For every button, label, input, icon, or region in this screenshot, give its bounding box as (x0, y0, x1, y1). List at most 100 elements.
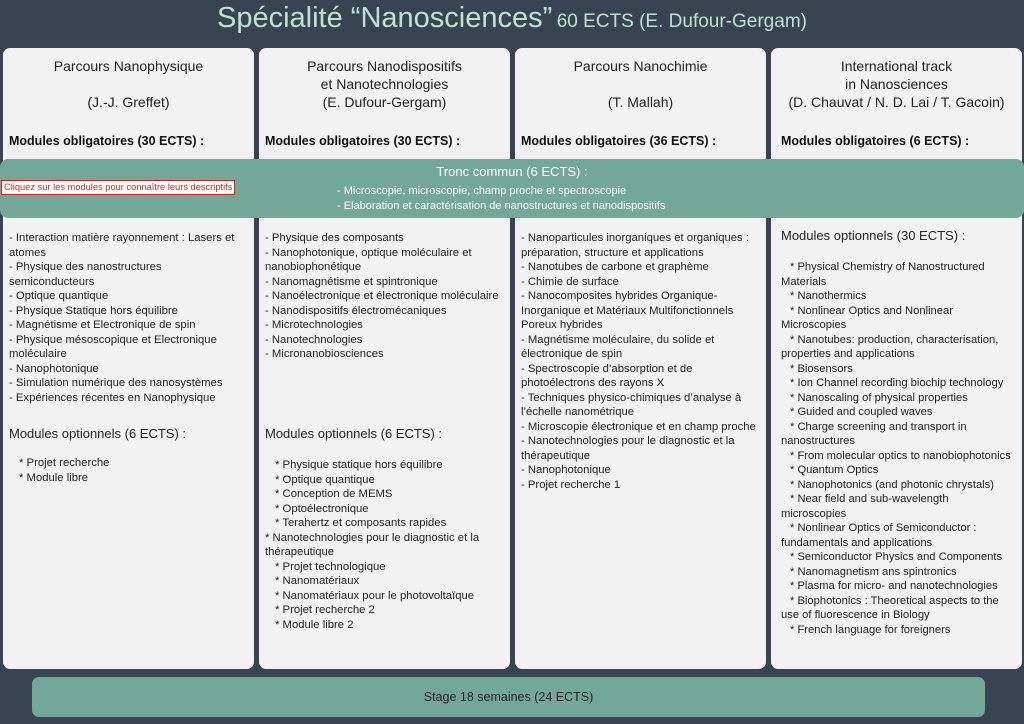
module-link[interactable]: * Nanomatériaux (275, 575, 360, 587)
module-link[interactable]: - Nanotechnologies (265, 333, 363, 346)
module-link[interactable]: * Projet recherche 2 (275, 604, 375, 616)
module-link[interactable]: - Nanoparticules inorganiques et organiq… (521, 232, 749, 259)
mandatory-modules-list: - Physique des composants - Nanophotoniq… (265, 231, 504, 362)
module-link[interactable]: - Spectroscopie d’absorption et de photo… (521, 362, 693, 390)
module-link[interactable]: - Optique quantique (9, 290, 109, 302)
module-link[interactable]: * Nanophotonics (and photonic chrystals) (790, 478, 994, 491)
optional-modules-list: * Physical Chemistry of Nanostructured M… (781, 260, 1016, 637)
module-link[interactable]: - Magnétisme et Electronique de spin (9, 319, 196, 331)
module-link[interactable]: - Interaction matière rayonnement : Lase… (9, 232, 235, 259)
module-link[interactable]: - Nanodispositifs électromécaniques (265, 304, 447, 317)
column-responsible: (E. Dufour-Gergam) (322, 94, 447, 110)
module-link[interactable]: * Biophotonics : Theoretical aspects to … (781, 594, 999, 622)
module-link[interactable]: * Plasma for micro- and nanotechnologies (790, 580, 998, 592)
module-link[interactable]: - Physique mésoscopique et Electronique … (9, 333, 217, 361)
module-link[interactable]: * Nonlinear Optics and Nonlinear Microsc… (781, 304, 953, 332)
column-title: Parcours Nanophysique (53, 58, 204, 74)
module-link[interactable]: - Physique Statique hors équilibre (9, 304, 178, 317)
column-nanophysique: Parcours Nanophysique (J.-J. Greffet) Mo… (3, 48, 254, 669)
module-link[interactable]: * Quantum Optics (790, 464, 879, 476)
column-title: International track (840, 58, 953, 74)
page-title: Spécialité “Nanosciences” 60 ECTS (E. Du… (0, 2, 1024, 35)
module-link[interactable]: - Expériences récentes en Nanophysique (9, 391, 216, 404)
module-link[interactable]: * Semiconductor Physics and Components (790, 551, 1003, 563)
tronc-commun-list: - Microscopie, microscopie, champ proche… (337, 184, 665, 213)
module-link[interactable]: - Nanoélectronique et électronique moléc… (265, 290, 499, 302)
optional-modules-title: Modules optionnels (6 ECTS) : (9, 426, 187, 441)
stage-bar: Stage 18 semaines (24 ECTS) (32, 677, 985, 717)
column-title: Parcours Nanochimie (573, 58, 708, 74)
module-link[interactable]: * Ion Channel recording biochip technolo… (790, 377, 1004, 389)
module-link[interactable]: * Physique statique hors équilibre (275, 459, 443, 471)
optional-modules-list: * Projet recherche * Module libre (19, 456, 248, 485)
module-link[interactable]: - Nanophotonique, optique moléculaire et… (265, 246, 472, 274)
column-nanochimie: Parcours Nanochimie (T. Mallah) Modules … (515, 48, 766, 669)
module-link[interactable]: * Near field and sub-wavelength microsco… (781, 493, 949, 520)
module-link[interactable]: * Physical Chemistry of Nanostructured M… (781, 261, 985, 288)
tronc-commun-title: Tronc commun (6 ECTS) : (436, 164, 588, 179)
title-main: Spécialité “Nanosciences” (217, 2, 553, 34)
column-title-line2: et Nanotechnologies (320, 76, 449, 92)
module-link[interactable]: * Projet recherche (19, 457, 110, 469)
module-link[interactable]: * From molecular optics to nanobiophoton… (790, 449, 1011, 462)
module-link[interactable]: - Simulation numérique des nanosystèmes (9, 377, 223, 389)
module-link[interactable]: - Chimie de surface (521, 275, 619, 288)
module-link[interactable]: - Nanomagnétisme et spintronique (265, 275, 438, 288)
title-sub: 60 ECTS (E. Dufour-Gergam) (556, 11, 807, 32)
module-link[interactable]: * Biosensors (790, 362, 853, 375)
column-responsible: (T. Mallah) (607, 94, 674, 110)
module-link[interactable]: * Nanoscaling of physical properties (790, 391, 968, 404)
module-link[interactable]: * Optique quantique (275, 473, 375, 486)
module-link[interactable]: - Nanophotonique (521, 464, 611, 476)
module-link[interactable]: * Nanomagnetism ans spintronics (790, 565, 957, 578)
module-link[interactable]: - Elaboration et caractérisation de nano… (337, 199, 666, 212)
module-link[interactable]: * Nanotubes: production, characterisatio… (781, 333, 999, 361)
module-description-link[interactable]: Cliquez sur les modules pour connaître l… (1, 180, 236, 195)
column-title: Parcours Nanodispositifs (307, 58, 462, 74)
optional-modules-title: Modules optionnels (6 ECTS) : (265, 426, 443, 441)
mandatory-modules-list: - Interaction matière rayonnement : Lase… (9, 231, 248, 405)
column-responsible: (D. Chauvat / N. D. Lai / T. Gacoin) (788, 94, 1005, 110)
module-link[interactable]: - Microscopie électronique et en champ p… (521, 420, 756, 433)
stage-label[interactable]: Stage 18 semaines (24 ECTS) (423, 690, 594, 704)
module-link[interactable]: - Physique des nanostructures semiconduc… (9, 261, 162, 288)
mandatory-modules-title: Modules obligatoires (30 ECTS) : (265, 134, 461, 148)
mandatory-modules-title: Modules obligatoires (36 ECTS) : (521, 134, 717, 148)
module-link[interactable]: - Nanocomposites hybrides Organique-Inor… (521, 290, 734, 331)
module-link[interactable]: - Physique des composants (265, 232, 404, 244)
module-link[interactable]: - Nanophotonique (9, 362, 99, 375)
module-link[interactable]: * Nanothermics (790, 290, 867, 302)
module-link[interactable]: * Nanotechnologies pour le diagnostic et… (265, 531, 480, 559)
module-link[interactable]: - Techniques physico-chimiques d’analyse… (521, 391, 742, 419)
column-header: Parcours Nanochimie (T. Mallah) (515, 57, 766, 111)
module-link[interactable]: * Nanomatériaux pour le photovoltaïque (275, 589, 475, 602)
mandatory-modules-list: - Nanoparticules inorganiques et organiq… (521, 231, 760, 492)
module-link[interactable]: * Optoélectronique (275, 502, 369, 515)
module-link[interactable]: * French language for foreigners (790, 623, 951, 636)
column-nanodispositifs: Parcours Nanodispositifs et Nanotechnolo… (259, 48, 510, 669)
column-header: Parcours Nanodispositifs et Nanotechnolo… (259, 57, 510, 111)
module-link[interactable]: * Projet technologique (275, 560, 386, 573)
module-link[interactable]: * Module libre 2 (275, 618, 354, 631)
column-header: International track in Nanosciences (D. … (771, 57, 1022, 111)
module-link[interactable]: * Terahertz et composants rapides (275, 517, 447, 529)
module-link[interactable]: * Guided and coupled waves (790, 406, 933, 418)
mandatory-modules-title: Modules obligatoires (30 ECTS) : (9, 134, 205, 148)
module-link[interactable]: * Module libre (19, 471, 89, 484)
column-international-track: International track in Nanosciences (D. … (771, 48, 1022, 669)
module-link[interactable]: * Charge screening and transport in nano… (781, 420, 967, 448)
module-link[interactable]: - Nanotubes de carbone et graphème (521, 261, 709, 273)
module-link[interactable]: * Conception de MEMS (275, 488, 393, 500)
column-responsible: (J.-J. Greffet) (87, 94, 170, 110)
module-link[interactable]: - Microtechnologies (265, 319, 363, 331)
optional-modules-list: * Physique statique hors équilibre * Opt… (265, 458, 504, 632)
mandatory-modules-title: Modules obligatoires (6 ECTS) : (781, 134, 970, 148)
module-link[interactable]: - Micronanobiosciences (265, 348, 384, 360)
column-title-line2: in Nanosciences (845, 76, 948, 92)
module-link[interactable]: - Projet recherche 1 (521, 478, 621, 491)
module-link[interactable]: - Microscopie, microscopie, champ proche… (337, 185, 627, 197)
module-link[interactable]: - Nanotechnologies pour le diagnostic et… (521, 435, 735, 462)
optional-modules-title: Modules optionnels (30 ECTS) : (781, 228, 966, 243)
module-link[interactable]: - Magnétisme moléculaire, du solide et é… (521, 333, 715, 361)
module-link[interactable]: * Nonlinear Optics of Semiconductor : fu… (781, 522, 977, 549)
